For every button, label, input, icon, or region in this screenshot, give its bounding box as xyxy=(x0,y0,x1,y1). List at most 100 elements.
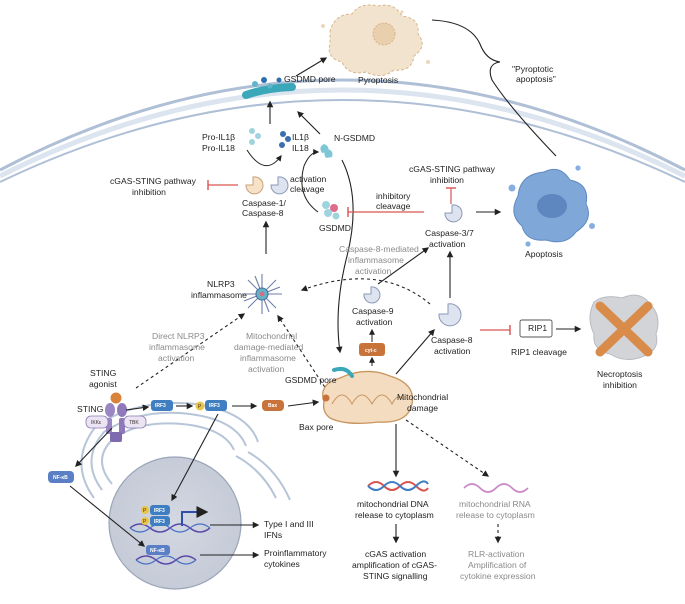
gsdmd-label: GSDMD xyxy=(319,223,351,233)
ikke-box xyxy=(85,415,109,429)
cgas-inhib-left-label-2: inhibition xyxy=(132,187,166,197)
ifn-gene-dna-2 xyxy=(129,523,211,533)
cytokines-label-1: Proinflammatory xyxy=(264,548,327,558)
nuclear-p-label-2: P xyxy=(143,519,147,525)
necroptosis-label-2: inhibition xyxy=(603,380,637,390)
p-label: P xyxy=(198,404,202,410)
apoptotic-cell-icon xyxy=(508,165,595,247)
nfkb-box xyxy=(48,471,74,483)
arrow-mito-to-casp8 xyxy=(395,329,435,375)
mtrna-label-2: release to cytoplasm xyxy=(456,510,535,520)
irf3-label: IRF3 xyxy=(155,403,166,409)
gsdmd-icon xyxy=(322,201,340,220)
arrow-pore-to-pyroptosis xyxy=(295,57,328,77)
inhibitory-cleavage-label-1: inhibitory xyxy=(376,191,411,201)
arrow-n-gsdmd-to-pore xyxy=(297,111,321,135)
tbk-label: TBK xyxy=(129,420,139,426)
mito-damage-label-2: damage xyxy=(407,403,438,413)
apoptosis-label: Apoptosis xyxy=(525,249,563,259)
activation-cleavage-label-2: cleavage xyxy=(290,184,325,194)
sting-agonist-label-1: STING xyxy=(90,368,117,378)
mtrna-label-1: mitochondrial RNA xyxy=(459,499,531,509)
arrow-casp8-to-nlrp3 xyxy=(300,278,431,305)
irf3-box xyxy=(151,400,173,411)
il18-label: IL18 xyxy=(292,143,309,153)
cgas-inhib-left-label-1: cGAS-STING pathway xyxy=(110,176,197,186)
caspase-8-icon xyxy=(438,303,462,327)
arrow-sting-to-irf3 xyxy=(125,404,150,411)
caspase-3-7-label-1: Caspase-3/7 xyxy=(425,228,474,238)
direct-nlrp3-label-1: Direct NLRP3 xyxy=(152,331,205,341)
sting-protein-icon xyxy=(105,392,127,442)
caspase-3-7-icon xyxy=(444,204,463,223)
gsdmd-pore-top-icon xyxy=(242,77,296,99)
nlrp3-inflammasome-icon xyxy=(242,274,282,314)
ifn-label-1: Type I and III xyxy=(264,519,314,529)
caspase-1-8-label-1: Caspase-1/ xyxy=(242,198,287,208)
casp8-inflam-label-1: Caspase-8-mediated xyxy=(339,244,419,254)
pro-il18-label: Pro-IL18 xyxy=(202,143,235,153)
pirf3-label: IRF3 xyxy=(209,403,220,409)
pyroptotic-apoptosis-label-1: "Pyroptotic xyxy=(512,64,554,74)
arrow-mito-to-mtrna xyxy=(405,419,490,477)
nuclear-nfkb-box xyxy=(146,545,170,555)
rlr-label-1: RLR-activation xyxy=(468,549,525,559)
bax-pore-label: Bax pore xyxy=(299,422,334,432)
mito-inflam-label-3: inflammasome xyxy=(240,353,296,363)
mitochondrion-icon xyxy=(322,366,414,424)
transcription-arrow-icon xyxy=(181,506,209,526)
gsdmd-pore-top-label: GSDMD pore xyxy=(284,74,336,84)
nuclear-irf3-label-2: IRF3 xyxy=(154,519,165,525)
nuclear-irf3-box-2 xyxy=(150,516,170,526)
bax-box xyxy=(262,400,284,411)
direct-nlrp3-label-3: activation xyxy=(158,353,195,363)
arrow-casp9-to-casp37 xyxy=(377,247,430,285)
mtdna-icon xyxy=(367,480,429,492)
n-gsdmd-label: N-GSDMD xyxy=(334,133,375,143)
tbk-box xyxy=(123,415,147,429)
direct-nlrp3-label-2: inflammasome xyxy=(149,342,205,352)
caspase-9-label-2: activation xyxy=(356,317,393,327)
necroptosis-label-1: Necroptosis xyxy=(597,369,642,379)
pro-il1b-label: Pro-IL1β xyxy=(202,132,235,142)
pyroptotic-apoptosis-brace xyxy=(431,19,557,157)
nuclear-p-icon-2 xyxy=(141,517,149,525)
ikke-label: IKKε xyxy=(91,420,102,426)
bax-label: Bax xyxy=(268,403,277,409)
mito-inflam-label-2: damage-mediated xyxy=(234,342,303,352)
cgas-act-label-3: STING signalling xyxy=(363,571,428,581)
casp8-inflam-label-3: activation xyxy=(355,266,392,276)
ifn-label-2: IFNs xyxy=(264,530,282,540)
cgas-act-label-2: amplification of cGAS- xyxy=(352,560,437,570)
sting-label: STING xyxy=(77,404,104,414)
pyroptosis-label: Pyroptosis xyxy=(358,75,398,85)
arrow-cytokine-maturation xyxy=(246,149,282,166)
arrow-nfkb-to-nucleus xyxy=(69,485,146,547)
mature-cytokine-icon xyxy=(279,131,291,148)
mito-inflam-label-4: activation xyxy=(248,364,285,374)
p-icon xyxy=(195,401,205,411)
arrow-n-gsdmd-to-mito-pore xyxy=(335,159,354,354)
mtdna-label-1: mitochondrial DNA xyxy=(357,499,429,509)
mito-damage-label-1: Mitochondrial xyxy=(397,392,448,402)
mtrna-icon xyxy=(463,483,529,493)
mito-inflam-label-1: Mitochondrial xyxy=(246,331,297,341)
arrow-activation-cleavage xyxy=(301,149,320,213)
pro-cytokine-icon xyxy=(249,128,261,145)
arrow-sting-to-nfkb xyxy=(75,427,113,467)
nuclear-irf3-box-1 xyxy=(150,505,170,515)
cgas-inhib-right-label-2: inhibition xyxy=(430,175,464,185)
caspase-9-icon xyxy=(363,286,381,304)
arrow-sting-to-irf3-nucleus xyxy=(122,432,150,446)
arrow-sting-to-nlrp3 xyxy=(135,313,246,389)
necroptosis-cell-icon xyxy=(589,294,659,360)
rlr-label-2: Amplification of xyxy=(468,560,527,570)
il1b-label: IL1β xyxy=(292,132,309,142)
rip1-label: RIP1 xyxy=(528,323,547,333)
nfkb-gene-dna-2 xyxy=(135,555,197,565)
plasma-membrane xyxy=(0,78,685,183)
nuclear-p-label-1: P xyxy=(143,508,147,514)
sting-agonist-label-2: agonist xyxy=(89,379,117,389)
nfkb-gene-dna xyxy=(135,555,197,565)
nlrp3-label-2: inflammasome xyxy=(191,290,247,300)
